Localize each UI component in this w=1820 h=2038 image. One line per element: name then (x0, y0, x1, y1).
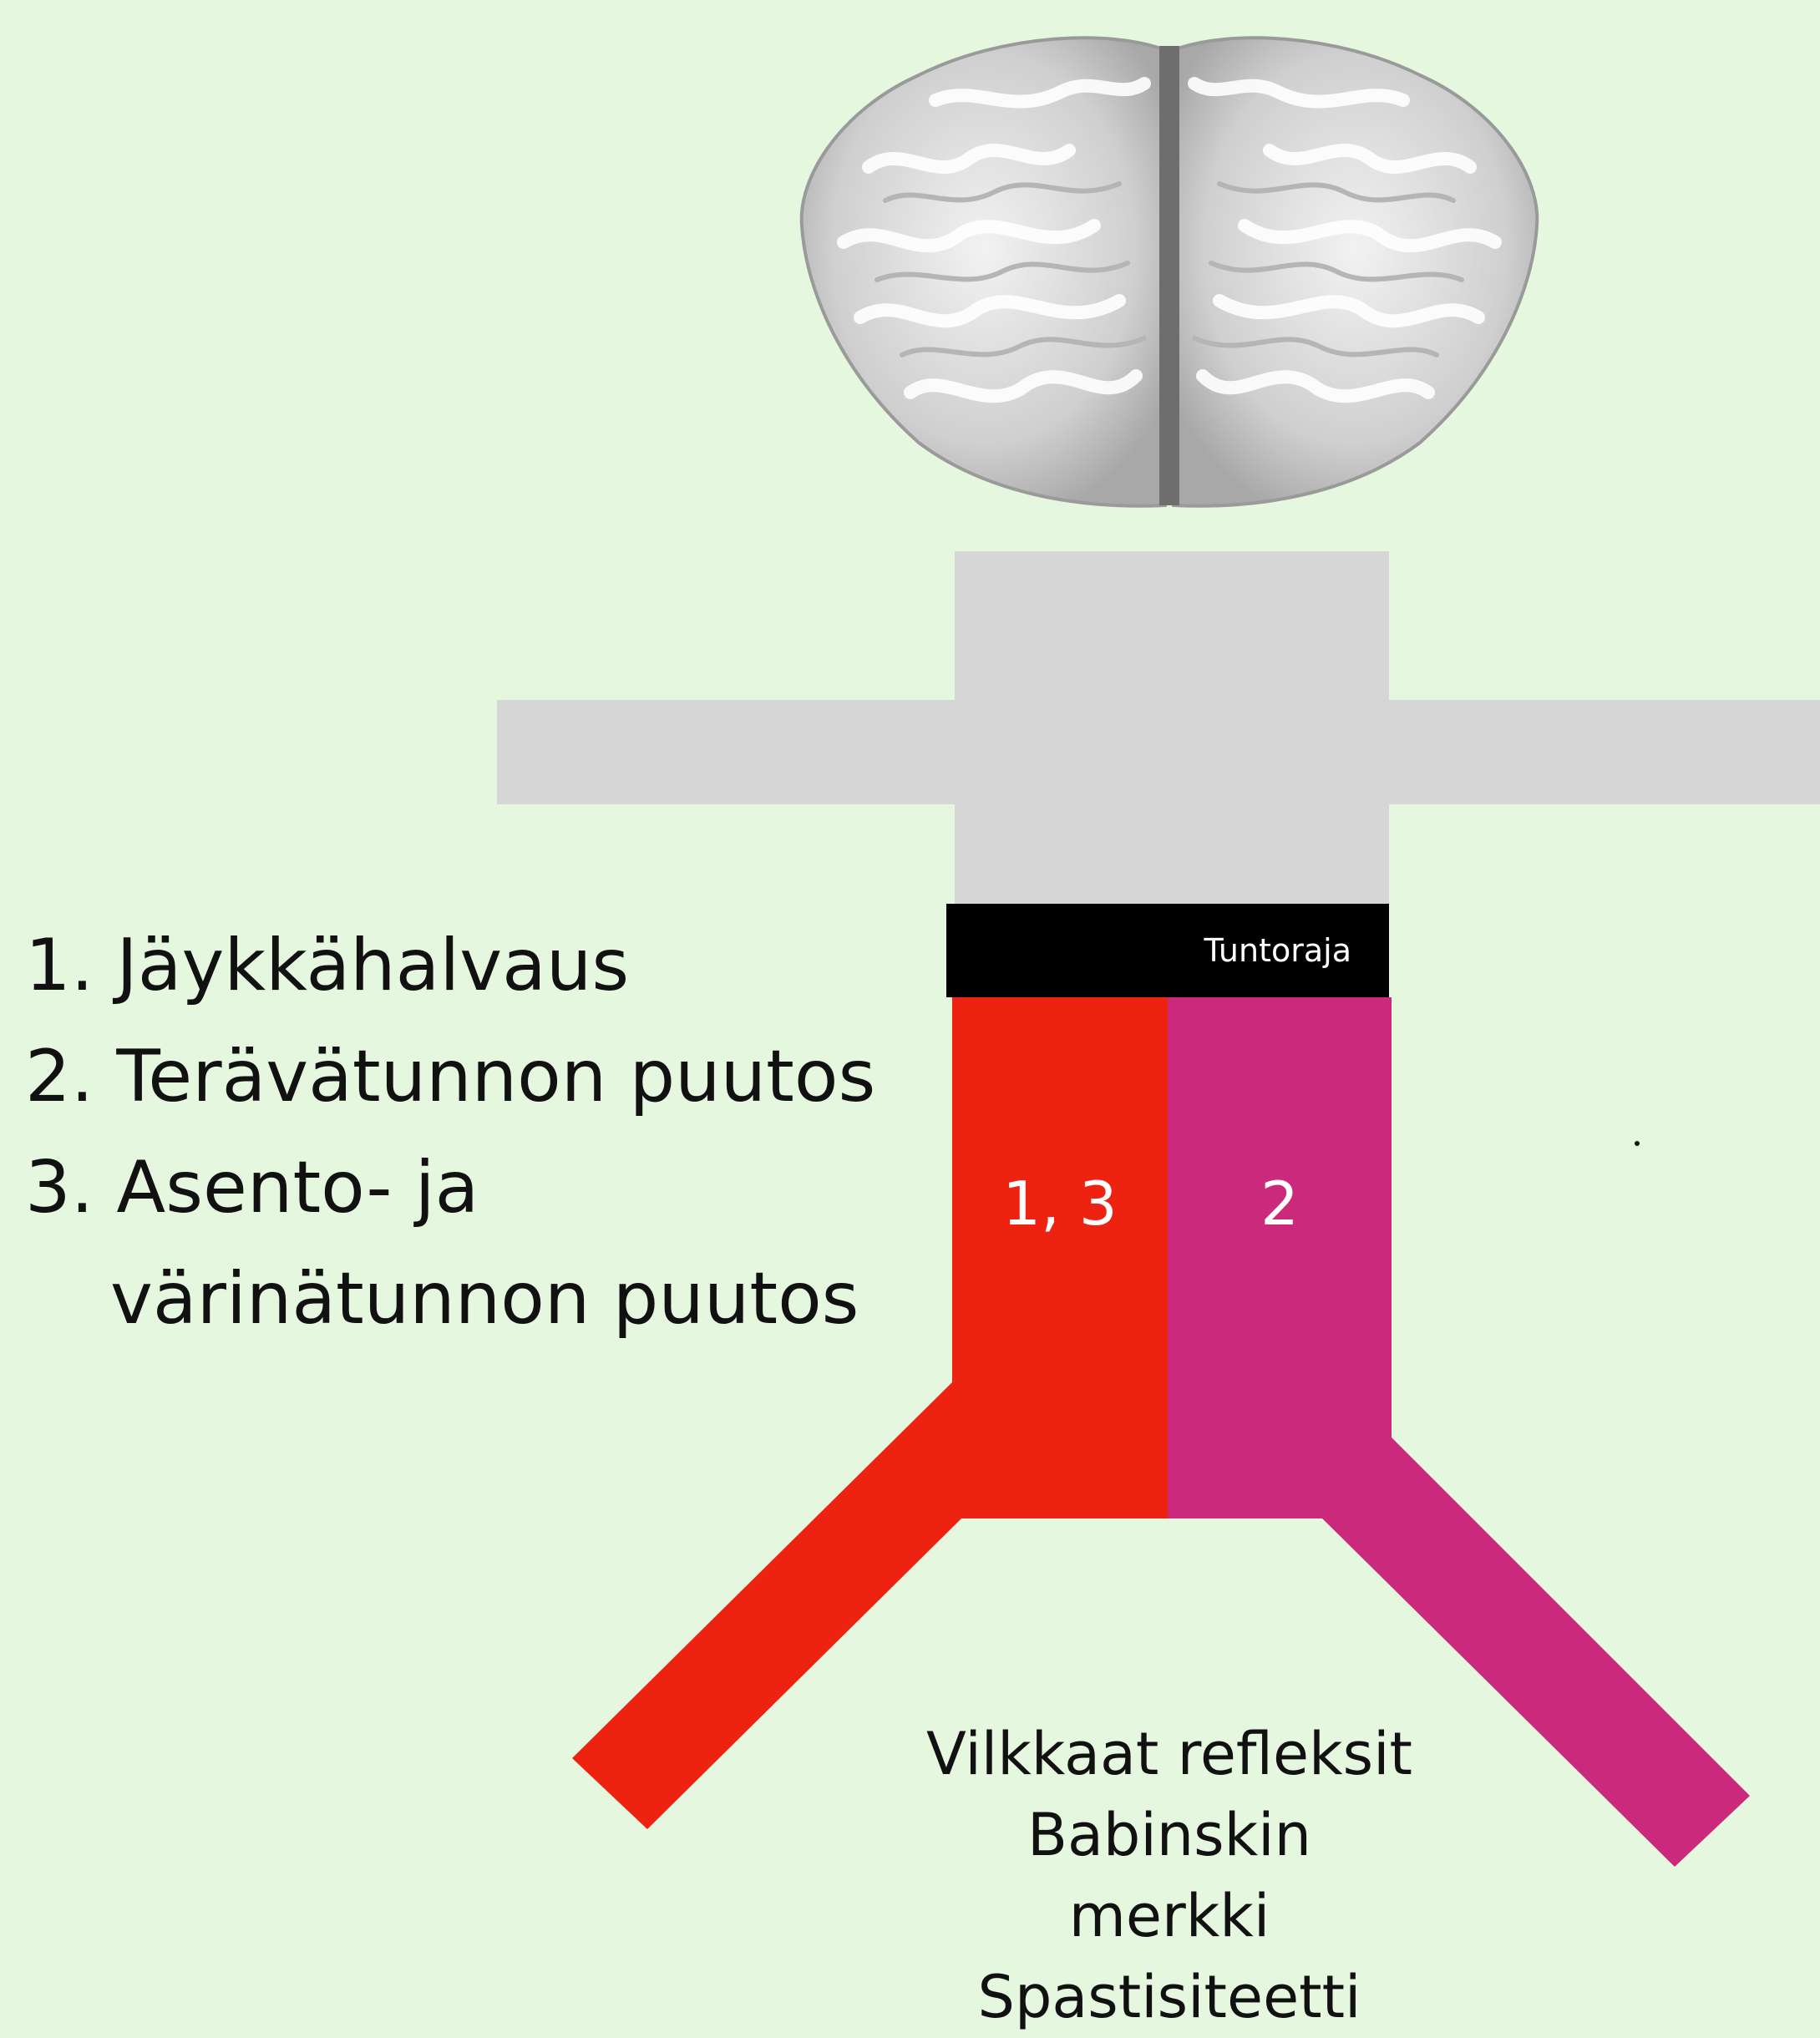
legend-item-2: 2. Terävätunnon puutos (25, 1035, 876, 1118)
legend-item-1: 1. Jäykkähalvaus (25, 924, 630, 1007)
sensory-level-band: Tuntoraja (946, 904, 1389, 997)
stray-dot (1635, 1141, 1640, 1146)
brain-icon (799, 36, 1539, 508)
sign-spasticity: Spastisiteetti (977, 1963, 1361, 2031)
right-leg (1320, 1437, 1750, 1867)
zone-left-motor-posture: 1, 3 (952, 997, 1168, 1518)
legend: 1. Jäykkähalvaus 2. Terävätunnon puutos … (25, 910, 875, 1355)
torso (955, 551, 1389, 904)
zone-left-label: 1, 3 (1002, 1169, 1118, 1239)
sensory-level-label: Tuntoraja (1204, 932, 1351, 969)
zone-right-label: 2 (1260, 1169, 1299, 1239)
left-leg (572, 1378, 1027, 1829)
clinical-signs: Vilkkaat refleksit Babinskin merkki Spas… (919, 1714, 1420, 2038)
right-arm (1387, 700, 1820, 804)
legend-item-3: 3. Asento- ja (25, 1146, 479, 1229)
left-arm (497, 700, 955, 804)
sign-babinski: Babinskin merkki (1027, 1801, 1311, 1950)
sign-reflexes: Vilkkaat refleksit (926, 1720, 1412, 1788)
zone-right-pain: 2 (1168, 997, 1392, 1518)
legend-item-3-continued: värinätunnon puutos (110, 1257, 859, 1341)
legs (572, 1378, 1750, 1867)
